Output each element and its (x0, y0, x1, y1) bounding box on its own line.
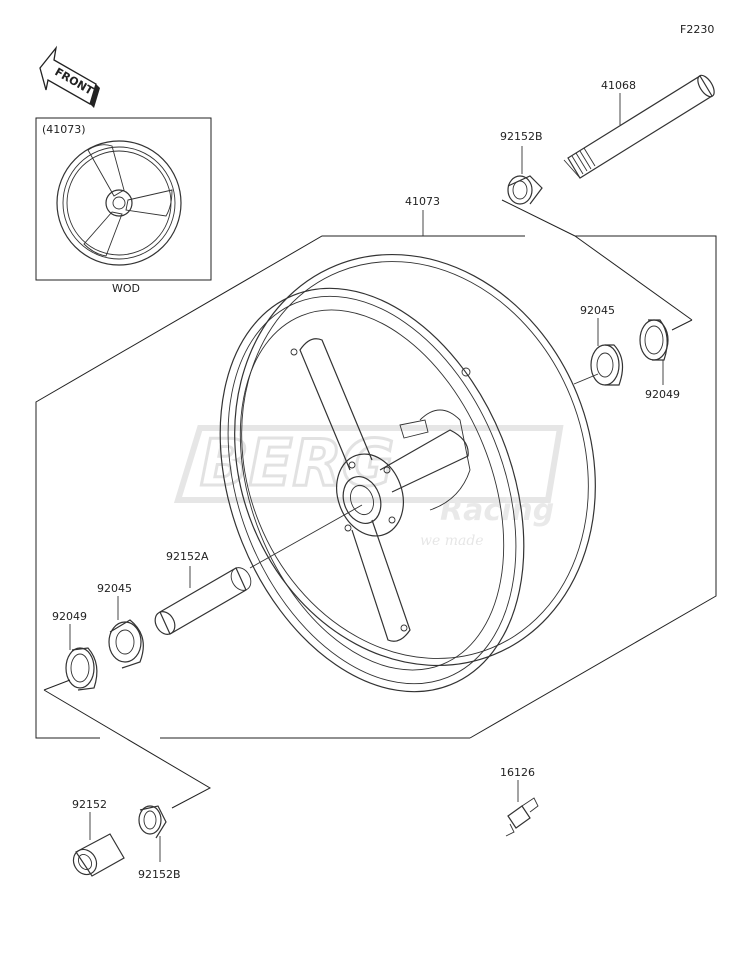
inset-ref-label: (41073) (42, 123, 86, 136)
valve-part (505, 780, 539, 837)
seal-left-part (43, 624, 212, 809)
collar-lower-part (72, 812, 125, 877)
callout-spacer: 92152A (166, 550, 209, 563)
axle-part (563, 74, 715, 179)
collar-right-part (501, 146, 693, 331)
collar-lower-b-part (138, 805, 167, 862)
watermark-logo: BERG Racing we made (173, 425, 564, 549)
wheel-group-frame (35, 235, 525, 739)
bearing-right-part (573, 318, 624, 386)
seal-right-part (639, 319, 669, 385)
front-wheel (219, 253, 596, 693)
inset-caption: WOD (112, 282, 140, 295)
watermark-text: BERG (200, 427, 394, 501)
callout-seal-right: 92049 (645, 388, 680, 401)
wheel-group-frame-lower (469, 235, 717, 739)
watermark-tagline: we made (420, 533, 484, 549)
callout-collar-lower: 92152 (72, 798, 107, 811)
callout-bearing-right: 92045 (580, 304, 615, 317)
callout-axle: 41068 (601, 79, 636, 92)
spacer-part (154, 504, 363, 635)
callout-collar-right: 92152B (500, 130, 543, 143)
watermark-subtext: Racing (440, 493, 554, 528)
callout-valve: 16126 (500, 766, 535, 779)
bearing-left-part (108, 596, 144, 669)
figure-code: F2230 (680, 23, 714, 36)
front-arrow-icon: FRONT (39, 45, 100, 108)
callout-bearing-left: 92045 (97, 582, 132, 595)
inset-wheel-variant: (41073) WOD (35, 117, 212, 295)
callout-wheel: 41073 (405, 195, 440, 208)
callout-collar-lower-b: 92152B (138, 868, 181, 881)
callout-seal-left: 92049 (52, 610, 87, 623)
